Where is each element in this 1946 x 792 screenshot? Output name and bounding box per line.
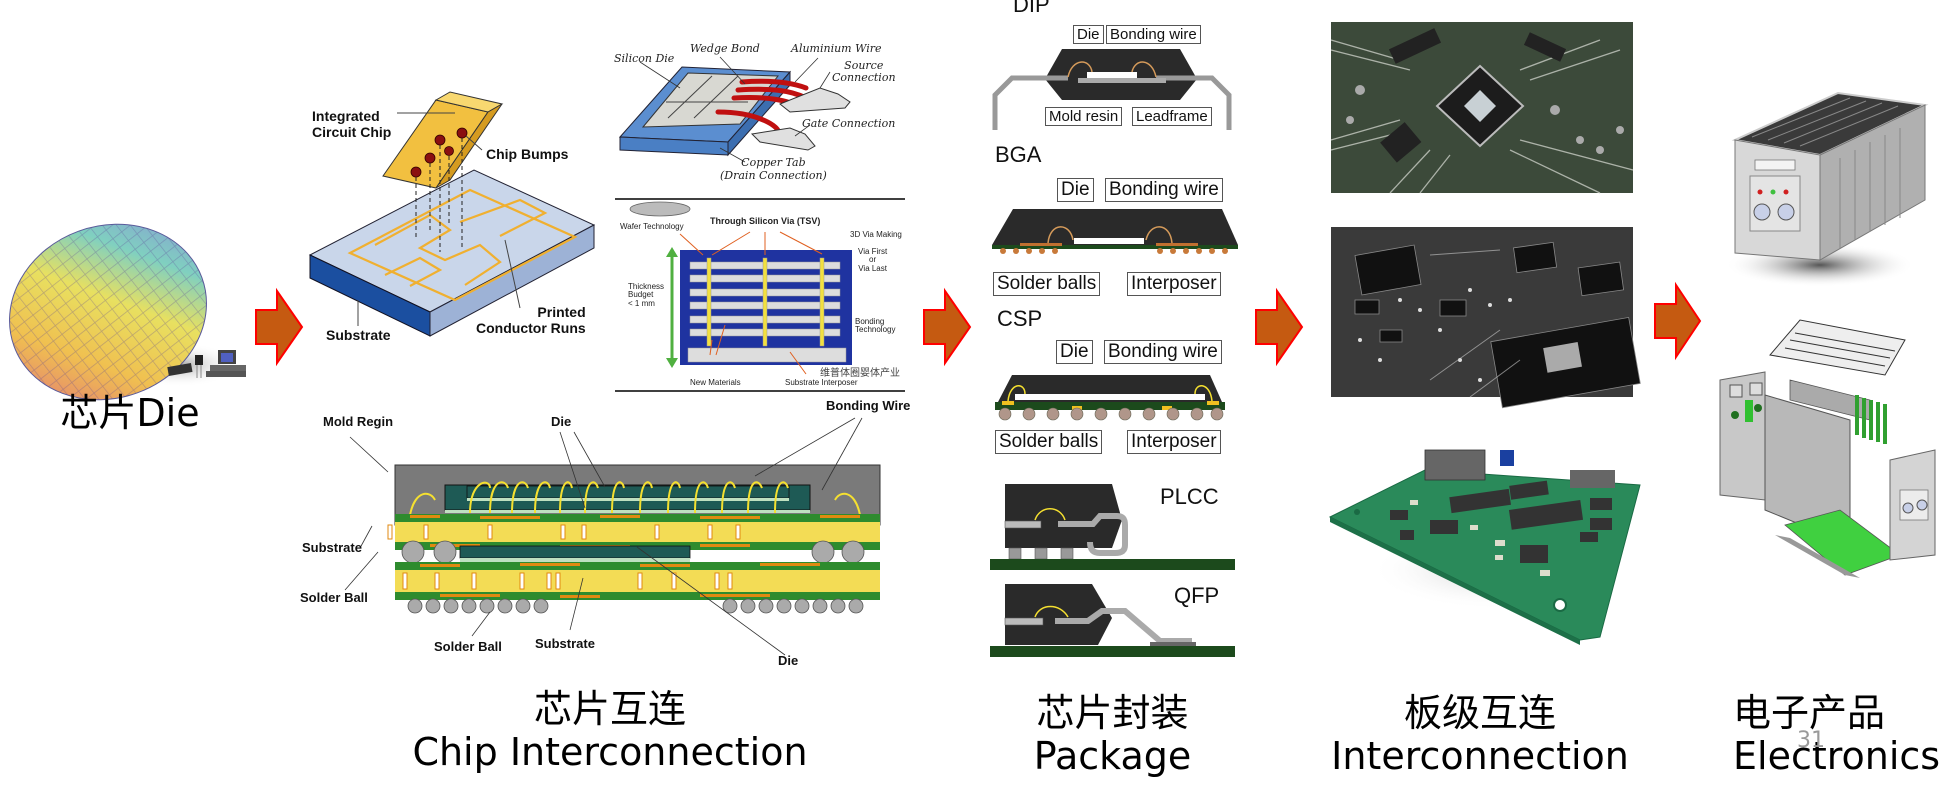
package-title-qfp: QFP xyxy=(1174,583,1220,608)
bga-label-die: Die xyxy=(1057,178,1094,202)
arrow-right-icon xyxy=(923,287,972,367)
die-caption: 芯片Die xyxy=(30,392,230,435)
arrow-right-icon xyxy=(255,287,304,367)
page-number: 31 xyxy=(1797,728,1825,753)
csp-package xyxy=(995,375,1225,421)
dip-label-die: Die xyxy=(1073,25,1104,45)
dip-label-leadframe: Leadframe xyxy=(1132,107,1212,127)
label-chip-bumps: Chip Bumps xyxy=(486,146,569,162)
package-title-dip: DIP xyxy=(1013,0,1050,17)
bga-label-interposer: Interposer xyxy=(1127,272,1221,296)
board-interconnection-caption: 板级互连 Interconnection xyxy=(1330,692,1630,777)
label-source-connection: Source Connection xyxy=(832,59,896,85)
arrow-right-icon xyxy=(1255,287,1304,367)
label-die-top: Die xyxy=(551,414,572,429)
label-die-bottom: Die xyxy=(778,653,799,668)
package-caption-cn: 芯片封装 xyxy=(1036,691,1189,735)
label-wafer-technology: Wafer Technology xyxy=(620,222,684,231)
chip-interconnection-caption-en: Chip Interconnection xyxy=(412,729,808,774)
chip-interconnection-caption: 芯片互连 Chip Interconnection xyxy=(400,688,820,773)
package-title-csp: CSP xyxy=(997,306,1043,331)
package-caption: 芯片封装 Package xyxy=(1010,692,1215,777)
arrow-right-icon xyxy=(1654,281,1702,361)
label-substrate-interposer: Substrate Interposer xyxy=(785,378,858,387)
label-gate-connection: Gate Connection xyxy=(802,117,896,130)
dip-label-mold-resin: Mold resin xyxy=(1045,107,1123,127)
plcc-package xyxy=(990,484,1235,570)
label-bonding-technology: Bonding Technology xyxy=(855,317,896,335)
csp-label-bonding-wire: Bonding wire xyxy=(1104,340,1222,364)
label-substrate-left: Substrate xyxy=(302,540,362,555)
tsv-watermark: 维普体圈婴体产业 xyxy=(820,368,900,379)
csp-label-die: Die xyxy=(1056,340,1093,364)
dip-package xyxy=(992,49,1232,130)
bga-label-solder-balls: Solder balls xyxy=(993,272,1101,296)
label-thickness-budget: Thickness Budget < 1 mm xyxy=(628,282,665,308)
dip-label-bonding-wire: Bonding wire xyxy=(1106,25,1201,45)
electronics-caption: 电子产品 Electronics xyxy=(1733,692,1943,777)
label-substrate: Substrate xyxy=(326,327,391,343)
label-wedge-bond: Wedge Bond xyxy=(690,42,760,55)
label-via-first-last: Via First or Via Last xyxy=(858,247,888,273)
board-interconnection-caption-cn: 板级互连 xyxy=(1403,691,1556,735)
label-tsv-title: Through Silicon Via (TSV) xyxy=(710,216,821,226)
package-title-plcc: PLCC xyxy=(1160,484,1219,509)
csp-label-solder-balls: Solder balls xyxy=(995,430,1103,454)
label-copper-tab: Copper Tab (Drain Connection) xyxy=(720,156,827,182)
package-title-bga: BGA xyxy=(995,142,1042,167)
label-printed-conductor-runs: Printed Conductor Runs xyxy=(476,304,586,337)
label-solder-ball-bottom: Solder Ball xyxy=(434,639,502,654)
qfp-package xyxy=(990,584,1235,657)
electronics-caption-en: Electronics xyxy=(1733,733,1941,778)
package-caption-en: Package xyxy=(1033,733,1192,778)
label-3d-via-making: 3D Via Making xyxy=(850,230,902,239)
chip-interconnection-caption-cn: 芯片互连 xyxy=(533,687,686,731)
label-aluminium-wire: Aluminium Wire xyxy=(791,42,882,55)
electronics-caption-cn: 电子产品 xyxy=(1733,691,1886,735)
label-new-materials: New Materials xyxy=(690,378,741,387)
label-bonding-wire: Bonding Wire xyxy=(826,398,911,413)
bga-label-bonding-wire: Bonding wire xyxy=(1105,178,1223,202)
board-interconnection-caption-en: Interconnection xyxy=(1331,733,1629,778)
die-caption-cn: 芯片Die xyxy=(60,391,200,435)
label-silicon-die: Silicon Die xyxy=(614,52,675,65)
label-substrate-bottom: Substrate xyxy=(535,636,595,651)
label-mold-regin: Mold Regin xyxy=(323,414,394,429)
csp-label-interposer: Interposer xyxy=(1127,430,1221,454)
label-solder-ball-left: Solder Ball xyxy=(300,590,368,605)
label-integrated-circuit-chip: Integrated Circuit Chip xyxy=(312,108,392,141)
bga-package xyxy=(992,209,1238,254)
